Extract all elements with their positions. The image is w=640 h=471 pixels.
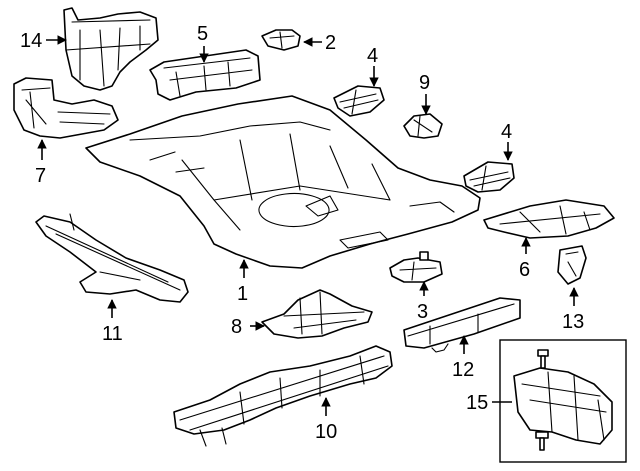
callout-5: 5 bbox=[197, 23, 208, 45]
part-14-panel[interactable] bbox=[63, 7, 159, 91]
part-8-bracket[interactable] bbox=[261, 289, 373, 339]
part-5-cross-member[interactable] bbox=[149, 49, 261, 101]
callout-7: 7 bbox=[35, 165, 46, 187]
callout-3: 3 bbox=[417, 301, 428, 323]
callout-13: 13 bbox=[562, 311, 584, 333]
callout-9: 9 bbox=[419, 72, 430, 94]
callout-10: 10 bbox=[315, 421, 337, 443]
part-9-bracket[interactable] bbox=[403, 113, 443, 139]
bolt-bottom-icon bbox=[535, 431, 549, 451]
part-15-bracket[interactable] bbox=[513, 349, 613, 451]
part-7-side-panel[interactable] bbox=[13, 77, 119, 139]
callout-12: 12 bbox=[452, 359, 474, 381]
part-2-bracket[interactable] bbox=[261, 29, 301, 51]
callout-labels: 14 5 2 4 9 7 4 1 6 3 13 11 8 12 10 15 bbox=[20, 23, 584, 443]
part-1-floor-pan[interactable] bbox=[85, 95, 481, 269]
callout-2: 2 bbox=[325, 32, 336, 54]
part-4-lower-bracket[interactable] bbox=[463, 161, 515, 193]
part-13-bracket[interactable] bbox=[557, 245, 587, 285]
part-12-channel[interactable] bbox=[403, 297, 521, 353]
part-4-upper-bracket[interactable] bbox=[333, 85, 385, 117]
bolt-top-icon bbox=[537, 349, 549, 369]
callout-11: 11 bbox=[102, 323, 123, 345]
callout-1: 1 bbox=[237, 283, 248, 305]
callout-4-lower: 4 bbox=[501, 121, 512, 143]
part-6-extension-panel[interactable] bbox=[483, 199, 615, 239]
callout-6: 6 bbox=[519, 259, 530, 281]
leader-lines bbox=[37, 35, 579, 416]
part-15-inset bbox=[499, 339, 627, 463]
part-10-center-member[interactable] bbox=[173, 345, 393, 447]
callout-14: 14 bbox=[20, 30, 42, 52]
callout-8: 8 bbox=[231, 316, 242, 338]
part-11-side-rail[interactable] bbox=[35, 213, 189, 303]
callout-4-upper: 4 bbox=[367, 45, 378, 67]
callout-15: 15 bbox=[466, 392, 488, 414]
part-3-bracket[interactable] bbox=[389, 251, 443, 283]
